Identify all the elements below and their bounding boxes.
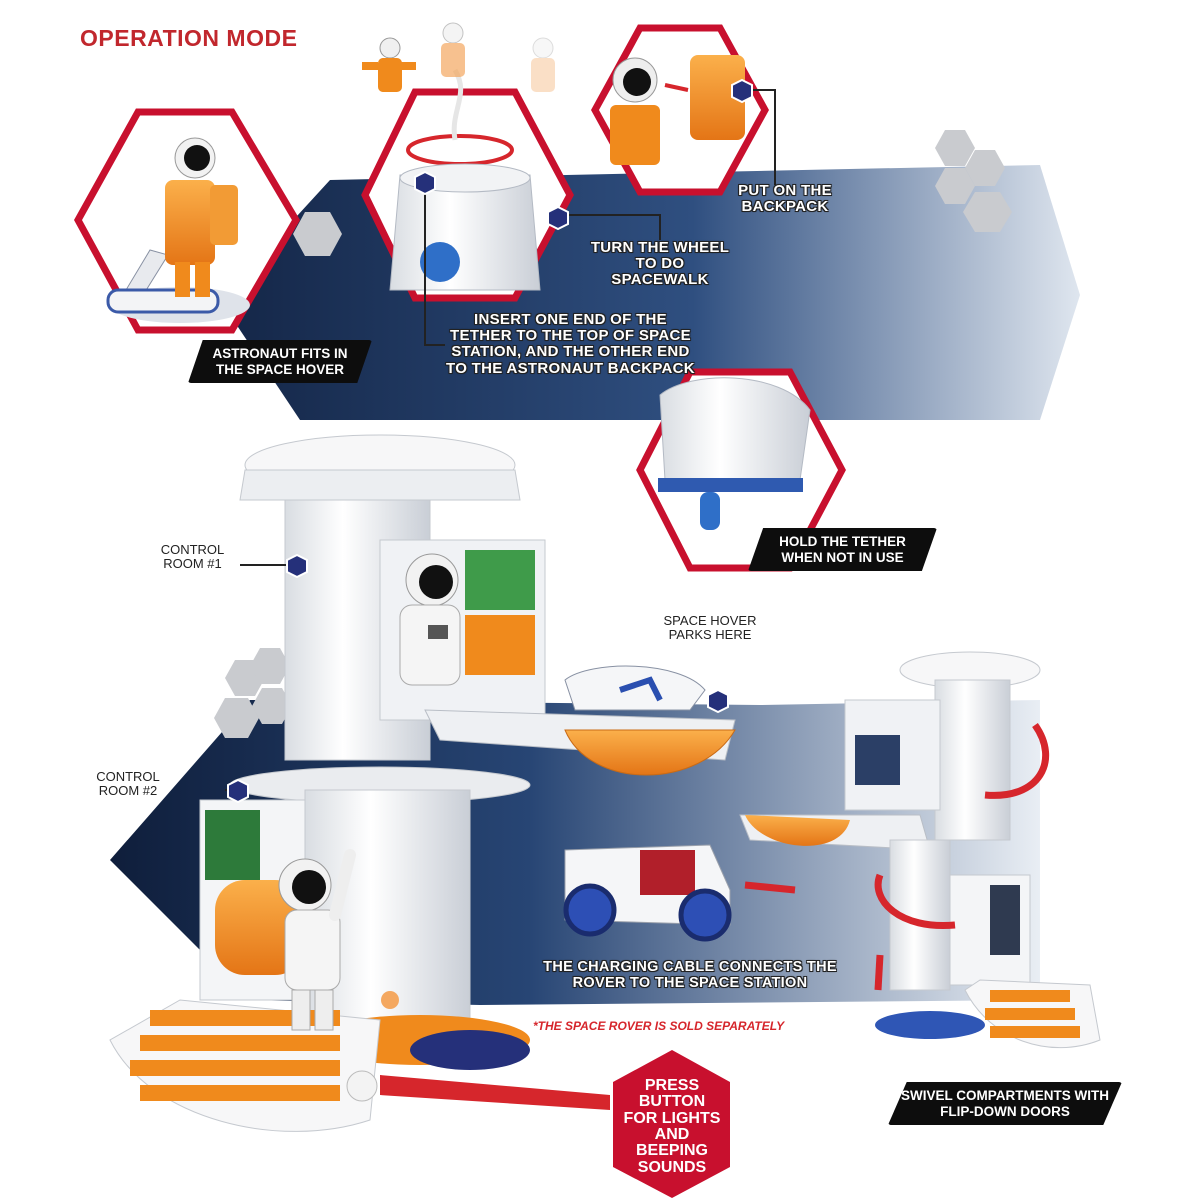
label-press-button: PRESS BUTTON FOR LIGHTS AND BEEPING SOUN… (623, 1077, 721, 1176)
label-charging: THE CHARGING CABLE CONNECTS THE ROVER TO… (543, 959, 837, 991)
secondary-space-station (739, 651, 1101, 1049)
label-hover-parks: SPACE HOVER PARKS HERE (663, 613, 757, 643)
hex-frame-tether (636, 368, 846, 572)
astronaut-upper (399, 553, 461, 686)
label-tether-insert: INSERT ONE END OF THE TETHER TO THE TOP … (446, 311, 695, 377)
label-control-room-1: CONTROL ROOM #1 (160, 542, 225, 572)
press-button-pointer (346, 1050, 730, 1198)
hover-platform (424, 665, 736, 776)
label-rover-note: *THE SPACE ROVER IS SOLD SEPARATELY (533, 1019, 785, 1033)
floating-astronauts (362, 22, 555, 92)
marker-dots (227, 78, 753, 804)
label-backpack: PUT ON THE BACKPACK (738, 182, 832, 216)
label-wheel: TURN THE WHEEL TO DO SPACEWALK (590, 239, 730, 289)
leader-lines (225, 89, 776, 791)
space-rover (563, 844, 732, 942)
label-hold-tether: HOLD THE TETHER WHEN NOT IN USE (748, 528, 937, 572)
label-control-room-2: CONTROL ROOM #2 (96, 769, 160, 799)
red-arrows (744, 722, 1049, 991)
label-swivel: SWIVEL COMPARTMENTS WITH FLIP-DOWN DOORS (888, 1082, 1122, 1126)
astronaut-lower (278, 849, 356, 1031)
decorative-hexagons (214, 130, 1012, 738)
page-title: OPERATION MODE (80, 25, 298, 51)
hex-frame-hover (74, 108, 301, 334)
left-stairs (109, 999, 381, 1132)
label-hover-fit: ASTRONAUT FITS IN THE SPACE HOVER (188, 340, 372, 384)
hex-frame-backpack (591, 24, 769, 196)
